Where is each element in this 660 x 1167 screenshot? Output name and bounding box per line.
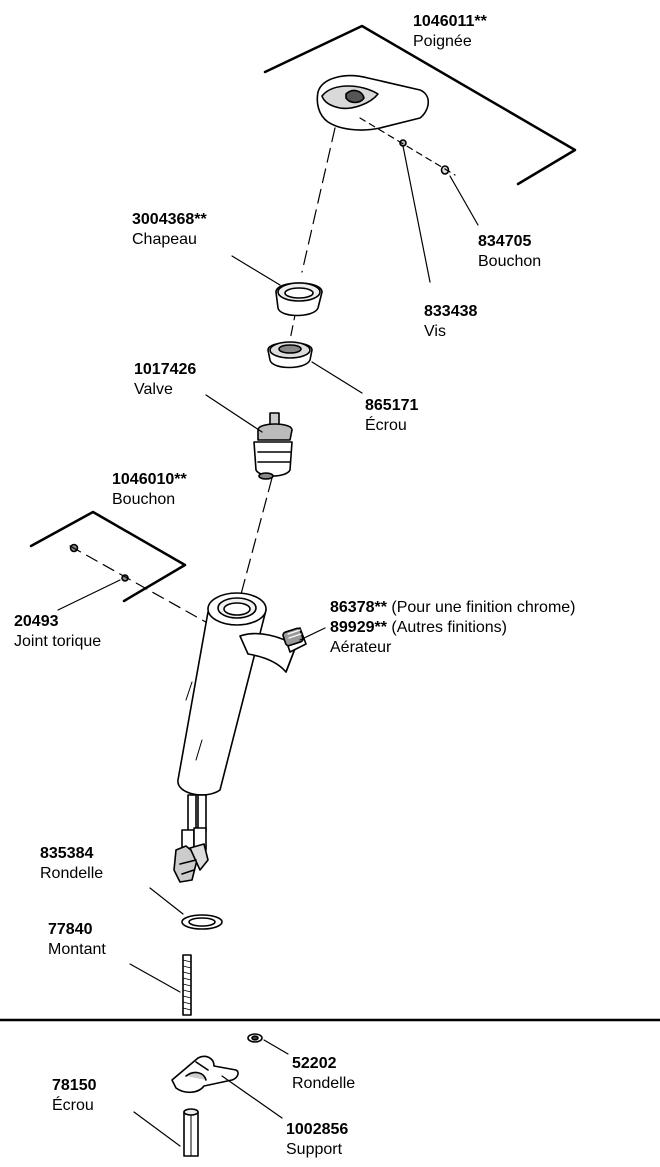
washer-part (181, 914, 223, 930)
stud-part (182, 954, 192, 1016)
valve-label: 1017426 Valve (134, 360, 196, 400)
part-name: Montant (48, 941, 106, 958)
main-axis-lower (239, 477, 273, 599)
nut2-label: 78150 Écrou (52, 1076, 97, 1116)
leader-lines (57, 145, 479, 1147)
part-number: 1017426 (134, 361, 197, 378)
screw-label: 833438 Vis (424, 302, 477, 342)
part-number: 3004368** (132, 211, 207, 228)
part-name: Rondelle (40, 865, 104, 882)
part-name: Écrou (365, 417, 407, 434)
part-name: Écrou (52, 1097, 94, 1114)
nut2-part (183, 1108, 199, 1157)
part-name: Valve (134, 381, 173, 398)
part-name: Aérateur (330, 639, 392, 656)
plug-axis (69, 545, 221, 631)
part-number: 1046011** (413, 13, 487, 30)
part-name: Poignée (413, 33, 472, 50)
part-name: Rondelle (292, 1075, 356, 1092)
part-number: 89929** (330, 619, 387, 636)
part-number: 835384 (40, 845, 94, 862)
button-plug-part (440, 165, 450, 175)
stud-label: 77840 Montant (48, 920, 106, 960)
part-name: Joint torique (14, 633, 102, 650)
part-name: Bouchon (112, 491, 176, 508)
aerator-part (282, 627, 307, 653)
washer-label: 835384 Rondelle (40, 844, 103, 884)
finish-note: (Autres finitions) (391, 619, 507, 636)
part-number: 77840 (48, 921, 93, 938)
supply-lines-part (173, 794, 209, 883)
plug-plane-outline (29, 510, 187, 603)
part-number: 20493 (14, 613, 59, 630)
part-name: Bouchon (478, 253, 542, 270)
handle-plane-outline (263, 24, 577, 186)
part-name: Vis (424, 323, 446, 340)
button-plug-label: 834705 Bouchon (478, 232, 541, 272)
part-number: 834705 (478, 233, 532, 250)
spout-body-part (177, 592, 297, 796)
aerator-label: 86378** (Pour une finition chrome) 89929… (330, 598, 576, 658)
oring-label: 20493 Joint torique (14, 612, 101, 652)
main-axis-upper (301, 127, 336, 273)
cap-part (275, 282, 323, 317)
part-number: 78150 (52, 1077, 97, 1094)
nut-part (267, 341, 313, 369)
handle-label: 1046011** Poignée (413, 12, 487, 52)
bracket-label: 1002856 Support (286, 1120, 348, 1160)
handle-part (316, 74, 430, 131)
washer2-label: 52202 Rondelle (292, 1054, 355, 1094)
finish-note: (Pour une finition chrome) (391, 599, 576, 616)
handle-screw-axis (359, 117, 456, 176)
part-number: 865171 (365, 397, 419, 414)
nut-label: 865171 Écrou (365, 396, 418, 436)
plug-label: 1046010** Bouchon (112, 470, 187, 510)
cap-label: 3004368** Chapeau (132, 210, 207, 250)
part-name: Chapeau (132, 231, 197, 248)
valve-part (253, 412, 293, 480)
part-number: 1002856 (286, 1121, 349, 1138)
part-number: 52202 (292, 1055, 337, 1072)
part-number: 86378** (330, 599, 387, 616)
washer2-part (247, 1033, 263, 1043)
bracket-part (171, 1055, 239, 1094)
part-number: 1046010** (112, 471, 187, 488)
part-name: Support (286, 1141, 343, 1158)
part-number: 833438 (424, 303, 478, 320)
